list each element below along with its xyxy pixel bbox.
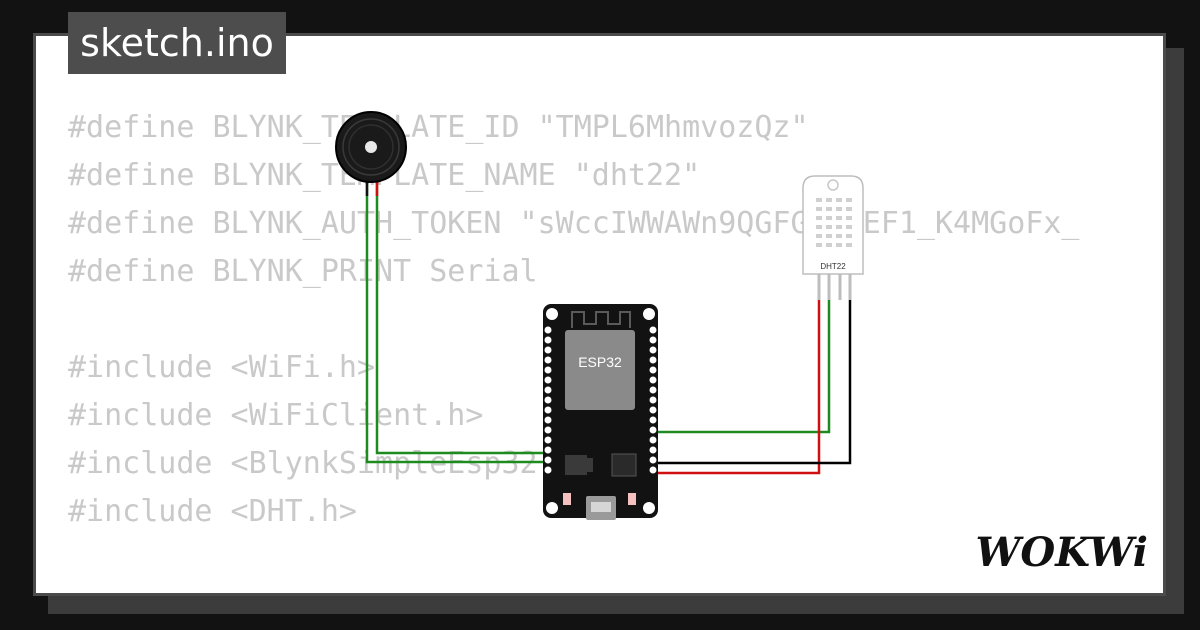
file-tab[interactable]: sketch.ino xyxy=(68,12,286,74)
code-line: #define BLYNK_TEMPLATE_NAME "dht22" xyxy=(68,158,701,193)
code-line: #define BLYNK_AUTH_TOKEN "sWccIWWAWn9QGF… xyxy=(68,206,1080,241)
esp32-label: ESP32 xyxy=(578,354,622,370)
dht22-sensor[interactable]: DHT22 xyxy=(802,175,864,300)
buzzer-ground-wire[interactable] xyxy=(375,180,548,455)
right-header-pins xyxy=(649,326,657,474)
dht-vcc-wire[interactable] xyxy=(652,298,821,475)
code-line: #define BLYNK_TEMPLATE_ID "TMPL6MhmvozQz… xyxy=(68,110,809,145)
code-editor[interactable]: #define BLYNK_TEMPLATE_ID "TMPL6MhmvozQz… xyxy=(68,104,1080,593)
dht-data-wire[interactable] xyxy=(652,298,831,434)
wokwi-logo[interactable]: WOKWi xyxy=(975,529,1148,576)
code-line: char auth[] = BLYNK_AUTH_TOKEN; xyxy=(68,584,1079,593)
esp32-board[interactable]: ESP32 xyxy=(543,304,658,520)
code-line: #include <DHT.h> xyxy=(68,494,357,529)
buzzer-signal-wire[interactable] xyxy=(365,180,548,464)
dht22-label: DHT22 xyxy=(820,262,846,271)
left-header-pins xyxy=(544,326,552,474)
sensor-grille xyxy=(816,198,852,247)
piezo-buzzer-icon[interactable] xyxy=(335,111,407,184)
code-line: #include <WiFi.h> xyxy=(68,350,376,385)
wires xyxy=(365,180,852,475)
code-line: #include <WiFiClient.h> xyxy=(68,398,484,433)
dht-ground-wire[interactable] xyxy=(652,298,852,465)
